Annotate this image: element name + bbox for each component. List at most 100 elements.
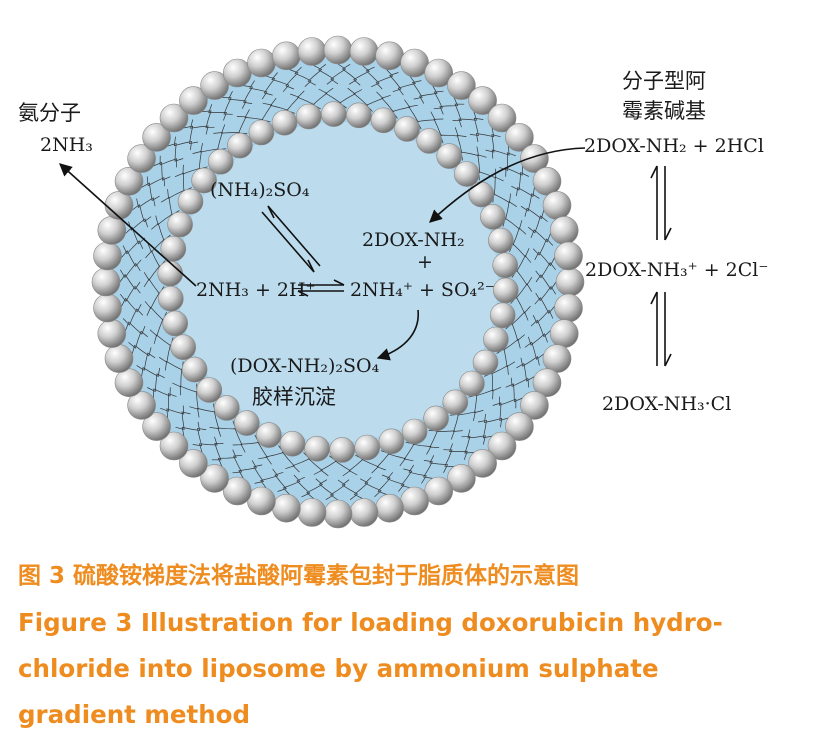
lipid-tail	[386, 472, 405, 492]
lipid-tail	[534, 297, 555, 314]
lipid-tail	[520, 193, 540, 212]
outer-lipid-head	[505, 123, 534, 152]
lipid-tail	[136, 352, 156, 371]
lipid-tail	[243, 85, 253, 104]
inner-lipid-head	[492, 252, 519, 279]
lipid-tail	[423, 460, 433, 479]
outer-lipid-head	[179, 449, 208, 478]
lipid-tail	[516, 363, 535, 382]
inner-lipid-head	[370, 107, 397, 134]
dox-base-inner-label: 2DOX-NH₂	[362, 229, 465, 251]
inner-lipid-head	[304, 435, 330, 462]
lipid-tail	[181, 421, 201, 437]
outer-lipid-head	[542, 191, 572, 220]
lipid-tail	[318, 479, 335, 500]
ammonium-sulfate-ions-label: 2NH₄⁺ + SO₄²⁻	[350, 279, 495, 301]
outer-lipid-head	[142, 123, 171, 152]
arrows	[59, 147, 672, 367]
outer-lipid-head	[549, 216, 579, 245]
lipid-tail	[389, 72, 402, 93]
outer-lipid-head	[179, 86, 208, 115]
lipid-tail	[467, 429, 486, 445]
inner-lipid-head	[423, 405, 449, 432]
ammonia-proton-label: 2NH₃ + 2H⁺	[196, 279, 316, 301]
caption-english-line3: gradient method	[18, 700, 251, 729]
lipid-tail	[330, 63, 347, 85]
inner-lipid-head	[453, 161, 480, 187]
lipid-tail	[419, 85, 438, 104]
lipid-tail	[492, 402, 509, 421]
outer-lipid-head	[349, 37, 379, 66]
inner-lipid-head	[279, 430, 306, 457]
equation-middle: 2DOX-NH₃⁺ + 2Cl⁻	[585, 259, 768, 281]
lipid-tail	[532, 309, 554, 324]
lipid-tail	[192, 428, 207, 447]
outer-lipid-head	[468, 449, 497, 478]
lipid-tail	[498, 396, 517, 409]
precipitation-arrow	[376, 309, 419, 361]
outer-lipid-head	[349, 498, 379, 527]
lipid-tail	[294, 66, 312, 88]
outer-lipid-head	[487, 431, 517, 461]
lipid-tail	[433, 90, 444, 110]
outer-lipid-head	[375, 493, 404, 523]
inner-lipid-head	[354, 434, 381, 461]
inner-lipid-head	[320, 101, 347, 127]
outer-lipid-head	[549, 319, 579, 348]
outer-lipid-head	[223, 476, 252, 506]
lipid-tail	[317, 64, 335, 85]
outer-lipid-head	[93, 293, 122, 323]
inner-lipid-head	[207, 148, 234, 175]
lipid-tail	[449, 443, 468, 460]
lipid-tail	[429, 455, 449, 473]
lipid-tail	[365, 66, 380, 88]
lipid-tail	[408, 464, 427, 484]
outer-lipid-head	[520, 391, 549, 420]
outer-lipid-head	[400, 486, 429, 516]
inner-lipid-head	[346, 102, 372, 129]
inner-lipid-head	[271, 109, 298, 136]
lipid-tail	[452, 103, 465, 122]
liposome-diagram: 氨分子 2NH₃ 分子型阿 霉素碱基 2DOX-NH₂ + 2HCl 2DOX-…	[18, 35, 768, 529]
outer-lipid-head	[93, 241, 122, 271]
outer-lipid-head	[297, 498, 327, 527]
inner-lipid-head	[472, 349, 499, 376]
lipid-tail	[153, 387, 171, 399]
lipid-tail	[530, 229, 551, 243]
lipid-tail	[535, 285, 556, 302]
inner-lipid-head	[157, 260, 183, 287]
inner-lipid-head	[256, 422, 282, 448]
lipid-tail	[146, 176, 166, 187]
lipid-tail	[175, 411, 191, 430]
lipid-tail	[190, 119, 209, 135]
equation-top: 2DOX-NH₂ + 2HCl	[584, 135, 764, 157]
lipid-tail	[353, 65, 370, 86]
lipid-tail	[443, 449, 455, 467]
inner-lipid-head	[234, 410, 260, 436]
lipid-tail	[285, 69, 299, 90]
outer-lipid-head	[127, 144, 156, 173]
right-heading-line1: 分子型阿	[622, 69, 706, 93]
inner-lipid-head	[196, 377, 223, 403]
inner-lipid-head	[378, 428, 405, 455]
inner-lipid-head	[160, 235, 187, 262]
inner-lipid-head	[177, 188, 204, 215]
outer-lipid-head	[159, 103, 189, 133]
lipid-tail	[202, 110, 215, 129]
lipid-tail	[141, 182, 160, 201]
outer-lipid-head	[447, 71, 476, 100]
inner-lipid-head	[167, 211, 193, 238]
lipid-tail	[505, 383, 523, 403]
lipid-tail	[329, 479, 346, 501]
lipid-tail	[121, 250, 142, 267]
outer-lipid-head	[247, 486, 276, 516]
ammonia-label: 2NH₃	[40, 134, 93, 156]
lipid-tail	[125, 226, 146, 245]
plus-sign: +	[417, 251, 433, 273]
lipid-tail	[199, 436, 218, 453]
ammonia-exit-arrow	[59, 163, 197, 287]
lipid-tail	[238, 460, 257, 479]
lipid-tail	[249, 80, 268, 100]
inner-lipid-head	[436, 143, 463, 169]
lipid-tail	[364, 476, 382, 498]
